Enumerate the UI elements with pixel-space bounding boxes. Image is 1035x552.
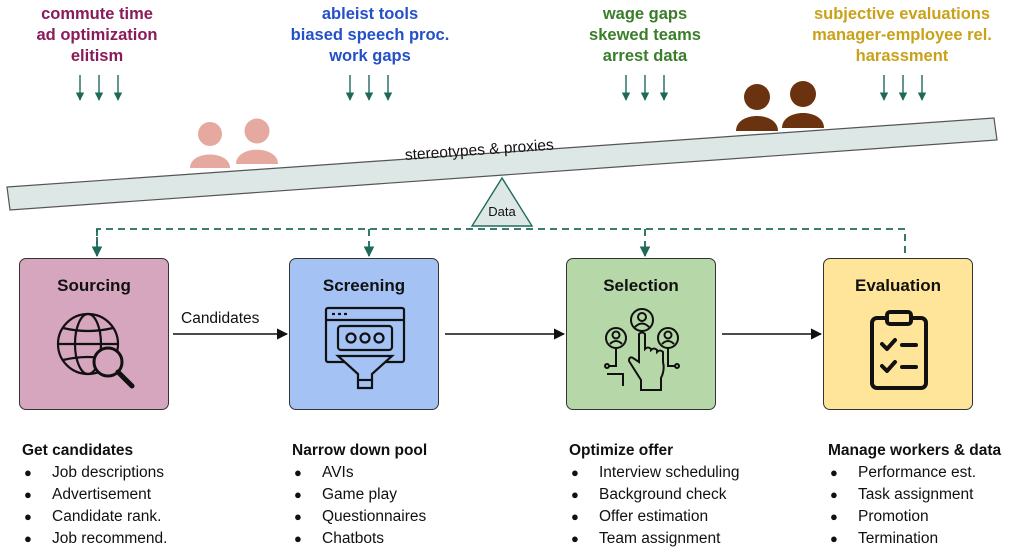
bias-line: subjective evaluations (813, 5, 991, 23)
list-item: Team assignment (569, 528, 739, 550)
list-item: Game play (292, 484, 427, 506)
stage-selection: Selection (566, 258, 716, 410)
bias-line: ableist tools (321, 5, 419, 23)
stage-title: Sourcing (57, 276, 131, 295)
bias-line: commute time (41, 5, 153, 23)
list-item: Termination (828, 528, 1001, 550)
desc-title: Manage workers & data (828, 442, 1002, 459)
desc-title: Narrow down pool (292, 442, 428, 459)
stage-evaluation: Evaluation (823, 258, 973, 410)
flow-label: Candidates (181, 310, 260, 327)
bias-group-sourcing: commute time ad optimization elitism (12, 4, 182, 67)
list-item: Interview scheduling (569, 462, 739, 484)
stage-title: Evaluation (855, 276, 941, 295)
list-item: Job recommend. (22, 528, 167, 550)
people-dark-icon (736, 81, 824, 131)
stage-sourcing: Sourcing (19, 258, 169, 410)
bias-line: biased speech proc. (290, 26, 450, 44)
hand-select-people-icon (604, 308, 680, 391)
list-item: Questionnaires (292, 506, 427, 528)
data-feed-lines (96, 228, 906, 258)
seesaw-plank (6, 117, 998, 211)
bias-arrows (75, 75, 927, 101)
desc-selection: Optimize offer Interview scheduling Back… (569, 440, 739, 550)
bias-line: elitism (70, 47, 124, 65)
data-fulcrum (470, 176, 534, 227)
bias-group-screening: ableist tools biased speech proc. work g… (270, 4, 470, 67)
globe-search-icon (56, 312, 135, 389)
list-item: Chatbots (292, 528, 427, 550)
list-item: Job descriptions (22, 462, 167, 484)
stage-screening: Screening (289, 258, 439, 410)
bias-line: skewed teams (589, 26, 701, 44)
list-item: Background check (569, 484, 739, 506)
desc-title: Get candidates (22, 442, 134, 459)
bias-line: arrest data (602, 47, 688, 65)
list-item: Promotion (828, 506, 1001, 528)
bias-line: wage gaps (602, 5, 688, 23)
list-item: Candidate rank. (22, 506, 167, 528)
clipboard-checklist-icon (870, 310, 928, 390)
bias-line: ad optimization (36, 26, 158, 44)
list-item: Task assignment (828, 484, 1001, 506)
bias-line: work gaps (329, 47, 411, 65)
funnel-screen-icon (324, 306, 406, 390)
list-item: Advertisement (22, 484, 167, 506)
list-item: Offer estimation (569, 506, 739, 528)
bias-line: manager-employee rel. (812, 26, 992, 44)
list-item: AVIs (292, 462, 427, 484)
bias-line: harassment (855, 47, 949, 65)
stage-title: Screening (322, 276, 406, 295)
desc-evaluation: Manage workers & data Performance est. T… (828, 440, 1001, 550)
desc-screening: Narrow down pool AVIs Game play Question… (292, 440, 427, 550)
bias-group-evaluation: subjective evaluations manager-employee … (792, 4, 1012, 67)
desc-title: Optimize offer (569, 442, 674, 459)
desc-sourcing: Get candidates Job descriptions Advertis… (22, 440, 167, 550)
bias-group-selection: wage gaps skewed teams arrest data (560, 4, 730, 67)
list-item: Performance est. (828, 462, 1001, 484)
stage-title: Selection (603, 276, 679, 295)
people-light-icon (190, 118, 278, 168)
fulcrum-label: Data (488, 204, 516, 219)
